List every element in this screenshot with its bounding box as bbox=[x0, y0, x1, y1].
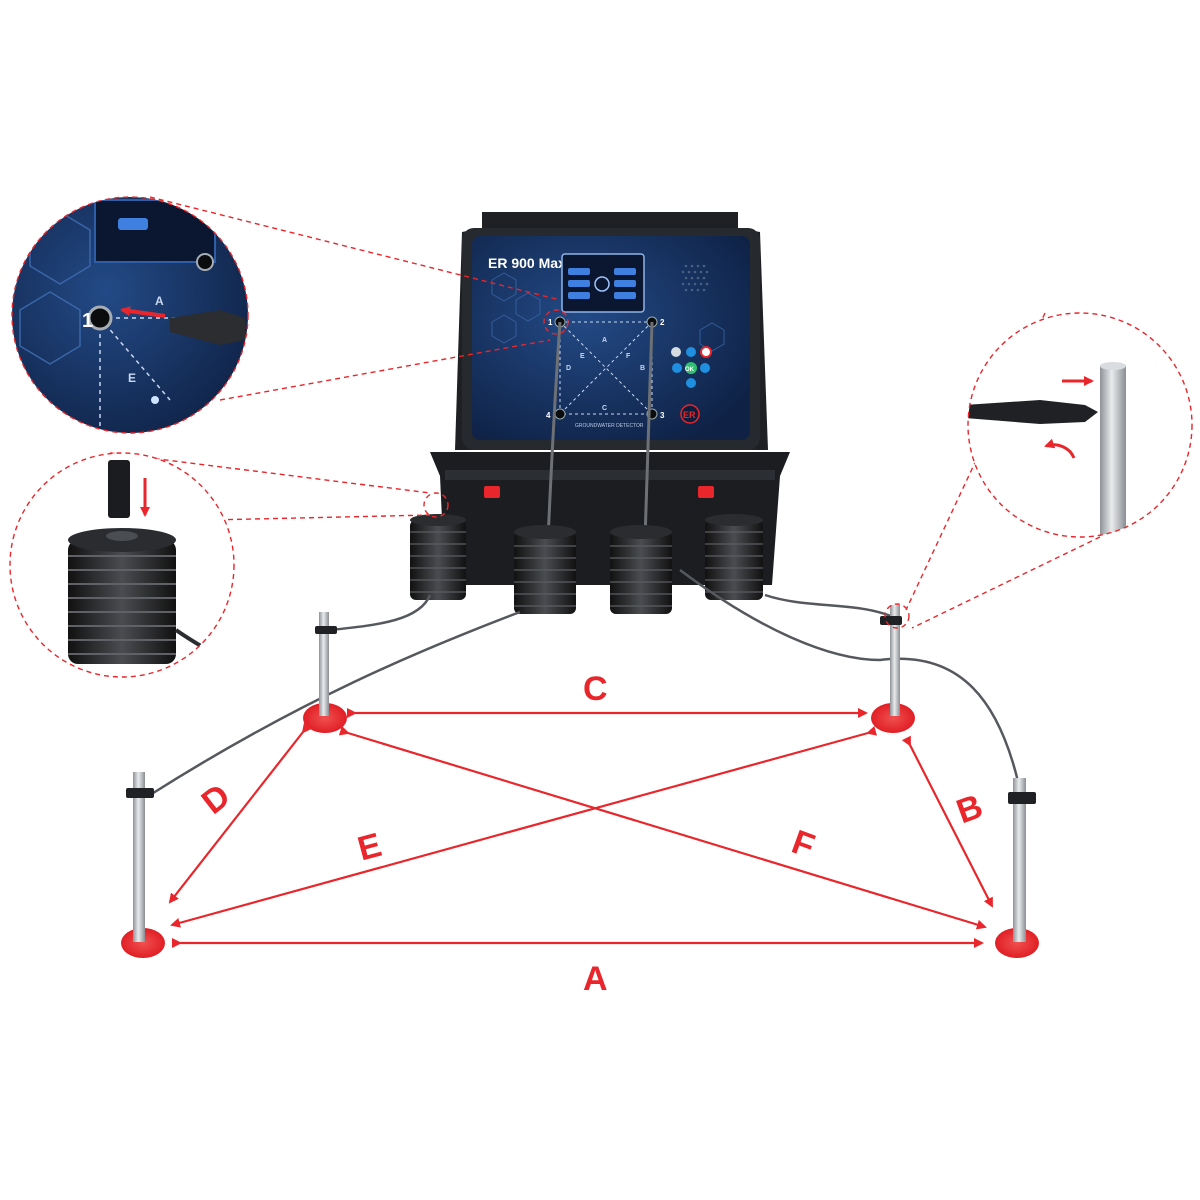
screen-menu bbox=[568, 268, 636, 299]
callout-stake-zoom bbox=[967, 312, 1193, 538]
panel-line-d: D bbox=[566, 365, 571, 372]
distance-label-b: B bbox=[952, 787, 988, 831]
keypad-ok-button[interactable] bbox=[685, 362, 697, 374]
keypad: OK bbox=[671, 346, 712, 388]
zoom-line-e-label: E bbox=[128, 371, 136, 385]
ground-spot-back-right bbox=[871, 703, 915, 733]
case-latch-left[interactable] bbox=[484, 486, 500, 498]
case-latch-right[interactable] bbox=[698, 486, 714, 498]
distance-label-a: A bbox=[583, 960, 608, 998]
panel-socket-1-label: 1 bbox=[548, 318, 553, 327]
panel-socket-4-label: 4 bbox=[546, 411, 551, 420]
ground-spot-back-left bbox=[303, 703, 347, 733]
electrode-stake-front-right[interactable] bbox=[1008, 778, 1036, 942]
brand-badge bbox=[680, 404, 700, 424]
distance-arrows bbox=[168, 708, 993, 948]
arrow-d bbox=[168, 722, 312, 904]
keypad-left-button[interactable] bbox=[672, 363, 682, 373]
distance-label-e: E bbox=[354, 826, 386, 869]
ground-spot-front-right bbox=[995, 928, 1039, 958]
panel-line-c: C bbox=[602, 405, 607, 412]
cable-reel-1[interactable] bbox=[410, 514, 466, 600]
panel-socket-3-label: 3 bbox=[660, 411, 665, 420]
arrow-f bbox=[338, 725, 987, 930]
keypad-up-button[interactable] bbox=[686, 347, 696, 357]
panel-line-a: A bbox=[602, 337, 607, 344]
zoom-line-a-label: A bbox=[155, 294, 164, 308]
distance-label-c: C bbox=[583, 670, 608, 708]
plug-insert-arrow bbox=[120, 306, 166, 318]
callout-panel-zoom: 1 A E bbox=[11, 196, 249, 434]
keypad-right-button[interactable] bbox=[700, 363, 710, 373]
keypad-power-button[interactable] bbox=[700, 346, 712, 358]
zoom-socket-1-label: 1 bbox=[82, 310, 93, 332]
distance-label-f: F bbox=[787, 823, 820, 866]
ground-spots bbox=[121, 703, 1039, 958]
cable-reel-4[interactable] bbox=[705, 514, 763, 600]
panel-line-b: B bbox=[640, 365, 645, 372]
electrode-stake-back-right[interactable] bbox=[880, 605, 902, 716]
keypad-menu-button[interactable] bbox=[671, 347, 681, 357]
zoom-socket-1[interactable] bbox=[87, 305, 113, 331]
panel-socket-2-label: 2 bbox=[660, 318, 665, 327]
brand-logo: ER 900 Max bbox=[488, 255, 566, 271]
brand-badge-text: ER bbox=[683, 410, 696, 420]
cable-reel-3[interactable] bbox=[610, 525, 672, 614]
cable-reel-2[interactable] bbox=[514, 525, 576, 614]
keypad-ok-label: OK bbox=[685, 367, 695, 373]
electrode-stake-back-left[interactable] bbox=[315, 612, 337, 716]
control-panel bbox=[472, 236, 750, 440]
panel-caption: GROUNDWATER DETECTOR bbox=[575, 423, 644, 429]
callout-reel-zoom bbox=[9, 452, 235, 678]
electrode-stakes bbox=[126, 605, 1036, 942]
electrode-stake-front-left[interactable] bbox=[126, 772, 154, 942]
ground-spot-front-left bbox=[121, 928, 165, 958]
panel-socket-4[interactable] bbox=[554, 408, 566, 420]
panel-line-e: E bbox=[580, 353, 585, 360]
clamp-rotate-arrow bbox=[1044, 438, 1076, 459]
keypad-down-button[interactable] bbox=[686, 378, 696, 388]
detector-case: ER 900 Max 1 bbox=[410, 212, 790, 614]
speaker-grille bbox=[681, 264, 709, 292]
distance-label-d: D bbox=[195, 777, 238, 822]
arrow-e bbox=[170, 726, 878, 928]
panel-line-f: F bbox=[626, 353, 631, 360]
